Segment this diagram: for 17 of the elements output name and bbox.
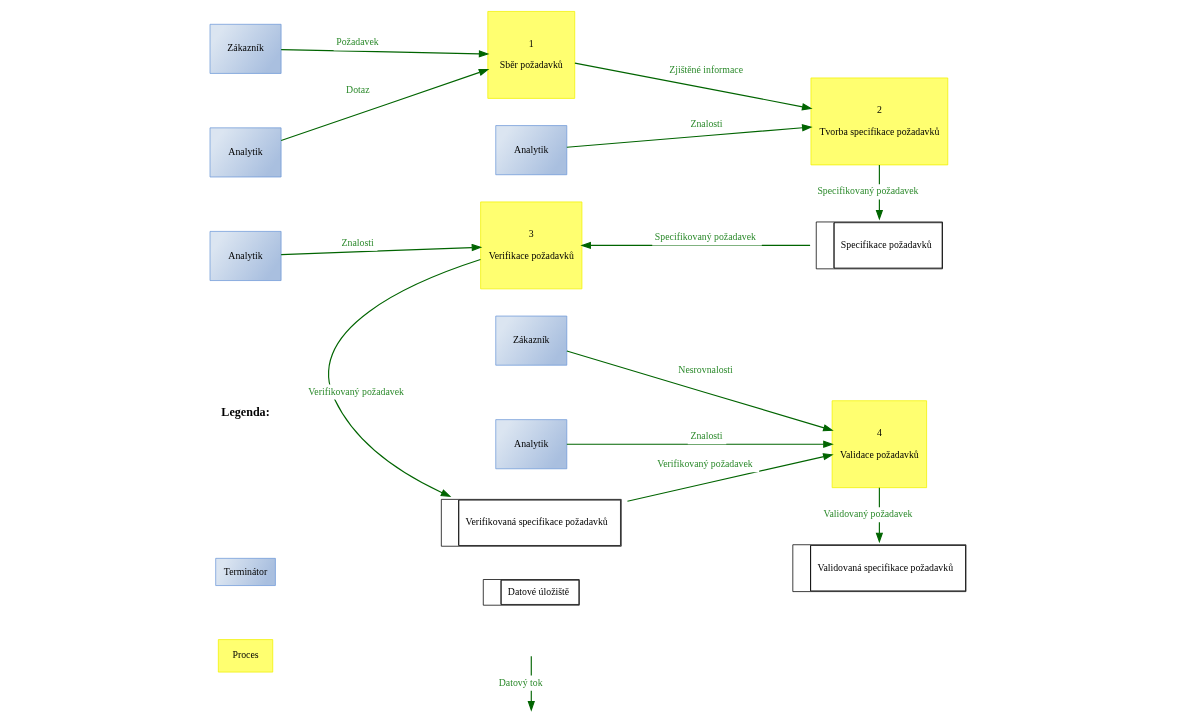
legend-label: Terminátor [223, 565, 267, 577]
edge-label: Dotaz [345, 84, 370, 96]
edge-label: Specifikovaný požadavek [654, 231, 756, 243]
edge-label: Znalosti [341, 236, 374, 248]
edge-label: Nesrovnalosti [677, 363, 733, 375]
edge-label: Verifikovaný požadavek [307, 385, 404, 397]
legend-label: Datové úložiště [507, 585, 569, 597]
edge-label: Požadavek [335, 36, 379, 48]
label: Legenda: [220, 405, 270, 420]
edge-label: Znalosti [689, 118, 723, 130]
edge-label: Validovaný požadavek [822, 508, 913, 520]
edge-label: Verifikovaný požadavek [656, 458, 753, 470]
edge-label: Specifikovaný požadavek [816, 185, 918, 197]
legend-label: Proces [231, 649, 259, 661]
edge-label: Zjištěné informace [668, 64, 743, 76]
edge-label: Znalosti [689, 430, 723, 442]
legend-label: Datový tok [498, 676, 543, 688]
